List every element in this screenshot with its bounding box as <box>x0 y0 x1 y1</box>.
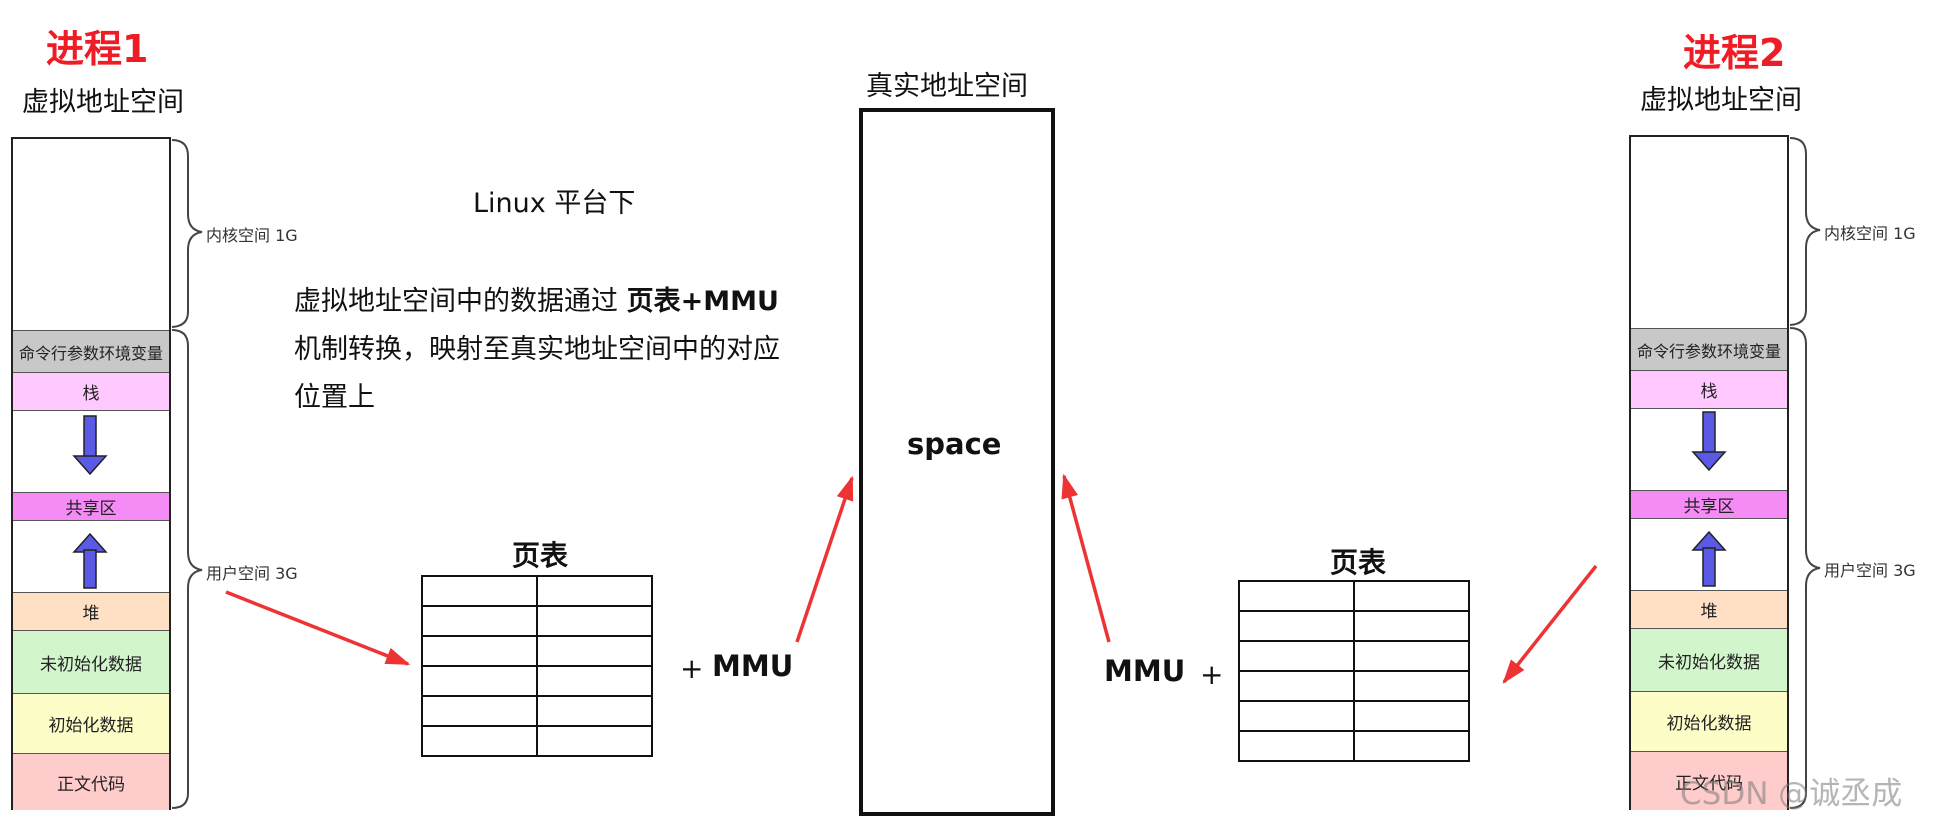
page-table-cell <box>1353 610 1470 642</box>
physical-memory-block <box>859 108 1055 816</box>
process1-title: 进程1 <box>46 27 149 71</box>
process2-title: 进程2 <box>1683 31 1786 75</box>
platform-label: Linux 平台下 <box>473 188 636 219</box>
page-table-cell <box>536 605 653 637</box>
description-line-1-text: 虚拟地址空间中的数据通过 <box>294 286 627 317</box>
process1-user-label: 用户空间 3G <box>206 564 298 583</box>
description-line-3: 位置上 <box>294 382 375 413</box>
segment-shared: 共享区 <box>1631 490 1787 518</box>
physical-space-title: 真实地址空间 <box>866 71 1028 102</box>
heap-grow-arrow-p2 <box>1691 530 1727 587</box>
page-table-cell <box>1353 700 1470 732</box>
page-table-left <box>421 575 653 757</box>
page-table-right-title: 页表 <box>1330 546 1387 579</box>
segment-env: 命令行参数环境变量 <box>13 330 169 372</box>
segment-shared: 共享区 <box>13 492 169 520</box>
description-line-1-bold: 页表+MMU <box>626 286 779 317</box>
arrow-mmu-to-physical-right <box>1061 473 1111 643</box>
process1-virtual-memory: 命令行参数环境变量 栈 共享区 堆 未初始化数据 初始化数据 正文代码 <box>11 137 171 810</box>
segment-stack: 栈 <box>13 372 169 410</box>
page-table-right <box>1238 580 1470 762</box>
description-line-2: 机制转换，映射至真实地址空间中的对应 <box>294 334 780 365</box>
segment-heap: 堆 <box>13 592 169 630</box>
page-table-cell <box>421 575 538 607</box>
segment-stack: 栈 <box>1631 370 1787 408</box>
page-table-cell <box>1353 730 1470 762</box>
segment-data: 初始化数据 <box>13 693 169 753</box>
segment-data: 初始化数据 <box>1631 691 1787 751</box>
process1-space-title: 虚拟地址空间 <box>22 87 184 118</box>
user-brace-p2 <box>1789 327 1821 809</box>
page-table-cell <box>536 665 653 697</box>
page-table-cell <box>1353 670 1470 702</box>
page-table-cell <box>1238 670 1355 702</box>
page-table-cell <box>536 635 653 667</box>
arrow-user-to-pagetable-right <box>1502 564 1598 684</box>
page-table-cell <box>1238 640 1355 672</box>
watermark: CSDN @诚丞成 <box>1680 776 1903 812</box>
page-table-cell <box>1353 640 1470 672</box>
kernel-brace-p1 <box>171 139 203 328</box>
page-table-cell <box>421 725 538 757</box>
page-table-cell <box>536 725 653 757</box>
page-table-left-title: 页表 <box>512 539 569 572</box>
arrow-mmu-to-physical-left <box>795 475 854 643</box>
segment-heap: 堆 <box>1631 590 1787 628</box>
segment-text: 正文代码 <box>1631 751 1787 810</box>
mmu-right-plus: + <box>1200 658 1224 691</box>
stack-grow-arrow-p2 <box>1691 411 1727 472</box>
page-table-cell <box>421 665 538 697</box>
segment-bss: 未初始化数据 <box>13 630 169 693</box>
segment-bss: 未初始化数据 <box>1631 628 1787 691</box>
mmu-left-plus: + <box>680 652 704 685</box>
segment-text: 正文代码 <box>13 753 169 810</box>
arrow-user-to-pagetable-left <box>225 590 411 666</box>
process2-space-title: 虚拟地址空间 <box>1640 85 1802 116</box>
page-table-cell <box>421 605 538 637</box>
physical-space-label: space <box>907 427 1002 461</box>
page-table-cell <box>1238 610 1355 642</box>
stack-grow-arrow-p1 <box>72 415 108 476</box>
mmu-right-label: MMU <box>1104 654 1186 688</box>
user-brace-p1 <box>171 329 203 809</box>
page-table-cell <box>421 695 538 727</box>
page-table-cell <box>421 635 538 667</box>
page-table-cell <box>1238 580 1355 612</box>
process1-kernel-label: 内核空间 1G <box>206 226 298 245</box>
page-table-cell <box>536 575 653 607</box>
heap-grow-arrow-p1 <box>72 532 108 589</box>
description-line-1: 虚拟地址空间中的数据通过 页表+MMU <box>294 278 779 326</box>
process2-user-label: 用户空间 3G <box>1824 561 1916 580</box>
kernel-brace-p2 <box>1789 137 1821 326</box>
process2-kernel-label: 内核空间 1G <box>1824 224 1916 243</box>
page-table-cell <box>1238 700 1355 732</box>
page-table-cell <box>536 695 653 727</box>
page-table-cell <box>1238 730 1355 762</box>
mmu-left-label: MMU <box>712 649 794 683</box>
page-table-cell <box>1353 580 1470 612</box>
segment-env: 命令行参数环境变量 <box>1631 328 1787 370</box>
